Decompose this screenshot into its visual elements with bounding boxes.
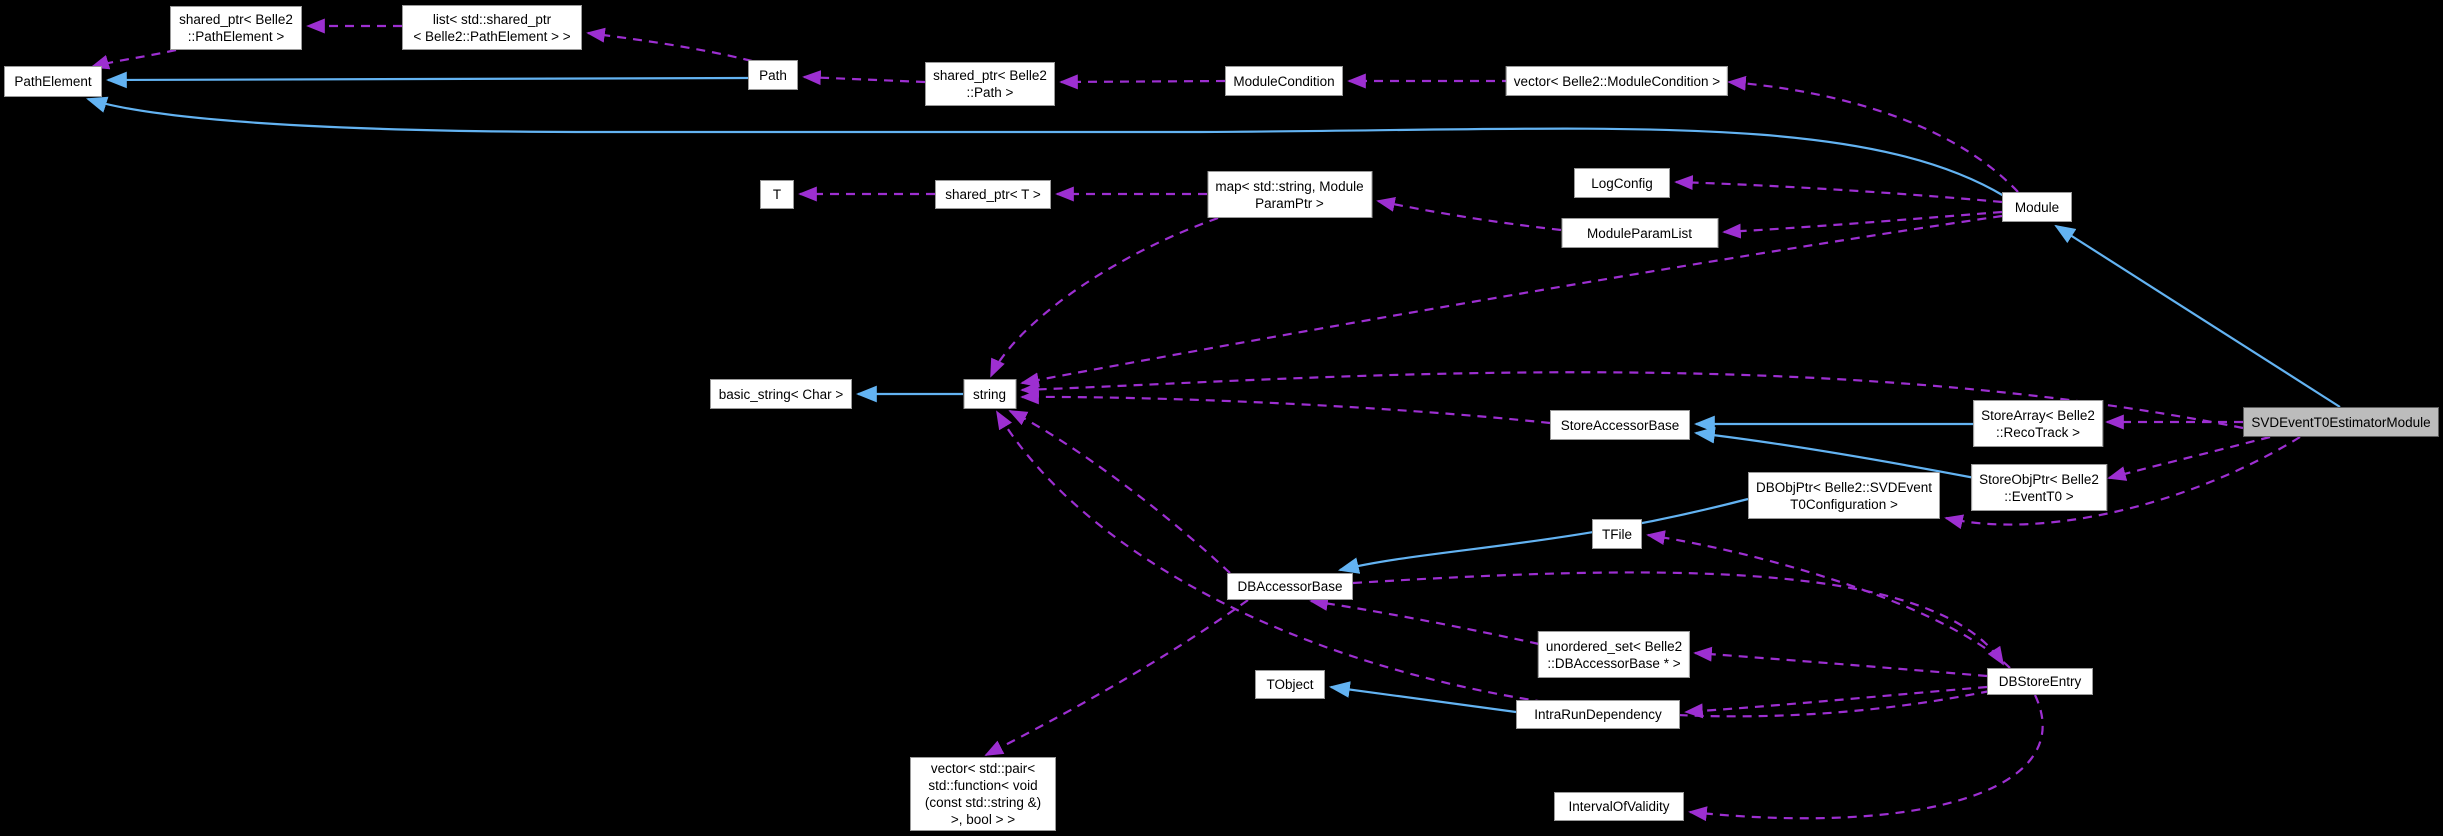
node-label-line: ParamPtr > (1255, 195, 1324, 211)
edge-svdeventt0estimatormodule-to-dbobjptr-svdeventt0config (1944, 436, 2301, 530)
edge-dbaccessorbase-to-dbstoreentry (1352, 571, 2005, 666)
edge-module-to-logconfig (1674, 175, 2003, 204)
node-module[interactable]: Module (2002, 192, 2072, 222)
node-label-line: list< std::shared_ptr (432, 11, 552, 27)
node-label-line: std::function< void (928, 778, 1038, 793)
node-string[interactable]: string (963, 379, 1016, 409)
node-label-line: ::PathElement > (187, 29, 285, 44)
node-label-line: ::Path > (966, 85, 1014, 100)
node-label-line: ModuleCondition (1233, 73, 1335, 89)
node-label-line: < Belle2::PathElement > > (413, 28, 571, 44)
node-tobject[interactable]: TObject (1255, 670, 1325, 699)
node-label-line: ModuleParamList (1586, 225, 1693, 241)
node-label-line: shared_ptr< Belle2 (179, 12, 293, 27)
edge-dbstoreentry-to-intrarundependency (1684, 685, 1988, 719)
edge-svdeventt0estimatormodule-to-storeobjptr-eventt0 (2107, 435, 2271, 481)
edge-module-to-string (1020, 214, 2003, 388)
edge-moduleparamlist-to-map-moduleparamptr (1376, 197, 1562, 232)
node-label-line: string (972, 386, 1006, 402)
node-label-line: shared_ptr< Belle2 (933, 68, 1047, 83)
node-sp-pathelement[interactable]: shared_ptr< Belle2::PathElement > (170, 6, 302, 50)
edge-path-to-pathelement (105, 71, 749, 89)
node-label-line: shared_ptr< T > (945, 187, 1041, 202)
node-vec-modulecondition[interactable]: vector< Belle2::ModuleCondition > (1505, 66, 1729, 96)
node-label-line: IntervalOfValidity (1568, 799, 1670, 814)
node-label-line: unordered_set< Belle2 (1545, 638, 1683, 654)
node-label-line: vector< Belle2::ModuleCondition > (1513, 73, 1721, 89)
edge-dbaccessorbase-to-vec-pair-function (984, 599, 1249, 756)
edge-unordered-set-dbaccessorbase-to-dbaccessorbase (1309, 596, 1540, 646)
node-storeaccessorbase[interactable]: StoreAccessorBase (1550, 410, 1690, 440)
node-label-line: T0Configuration > (1790, 496, 1898, 512)
node-label-line: vector< std::pair< (930, 761, 1036, 776)
node-dbaccessorbase[interactable]: DBAccessorBase (1227, 573, 1353, 600)
node-label-line: Module (2014, 199, 2060, 215)
edge-map-moduleparamptr-to-string (989, 216, 1219, 378)
node-label-line: StoreAccessorBase (1560, 417, 1680, 433)
edge-intrarundependency-to-tobject (1328, 681, 1517, 714)
node-moduleparamlist[interactable]: ModuleParamList (1561, 218, 1718, 248)
node-storearray-recotrack[interactable]: StoreArray< Belle2::RecoTrack > (1973, 400, 2103, 447)
edge-dbstoreentry-to-string (996, 410, 1991, 718)
node-label-line: >, bool > > (950, 812, 1016, 827)
edge-path-to-list-sp-pathelement (586, 27, 753, 63)
node-list-sp-pathelement[interactable]: list< std::shared_ptr< Belle2::PathEleme… (402, 5, 582, 50)
edge-dbstoreentry-to-unordered-set-dbaccessorbase (1693, 646, 1988, 678)
node-label-line: SVDEventT0EstimatorModule (2251, 414, 2431, 430)
edge-module-to-moduleparamlist (1722, 210, 2003, 239)
node-unordered-set-dbaccessorbase[interactable]: unordered_set< Belle2::DBAccessorBase * … (1537, 631, 1691, 678)
node-storeobjptr-eventt0[interactable]: StoreObjPtr< Belle2::EventT0 > (1971, 464, 2107, 511)
node-sp-t[interactable]: shared_ptr< T > (935, 180, 1051, 209)
node-svdeventt0estimatormodule[interactable]: SVDEventT0EstimatorModule (2243, 407, 2439, 437)
node-t[interactable]: T (760, 180, 794, 209)
node-label-line: StoreArray< Belle2 (1981, 407, 2095, 423)
node-label-line: LogConfig (1591, 175, 1653, 191)
edge-module-to-pathelement (86, 96, 2005, 197)
edge-dbobjptr-svdeventt0config-to-dbaccessorbase (1337, 497, 1749, 574)
node-vec-pair-function[interactable]: vector< std::pair<std::function< void(co… (910, 757, 1056, 831)
node-label-line: StoreObjPtr< Belle2 (1979, 471, 2099, 487)
edge-dbstoreentry-to-tfile (1646, 530, 2011, 669)
edge-svdeventt0estimatormodule-to-string (1020, 371, 2244, 430)
node-basic-string[interactable]: basic_string< Char > (710, 379, 852, 409)
node-modulecondition[interactable]: ModuleCondition (1225, 66, 1343, 96)
node-tfile[interactable]: TFile (1592, 519, 1642, 549)
edge-svdeventt0estimatormodule-to-module (2054, 224, 2341, 408)
node-path[interactable]: Path (748, 60, 798, 90)
node-label-line: ::EventT0 > (2004, 488, 2074, 504)
node-label-line: ::RecoTrack > (1996, 424, 2080, 440)
node-logconfig[interactable]: LogConfig (1574, 168, 1670, 198)
node-label-line: PathElement (14, 74, 92, 89)
node-dbstoreentry[interactable]: DBStoreEntry (1987, 668, 2093, 695)
node-label-line: IntraRunDependency (1534, 707, 1662, 722)
edge-sp-path-to-path (802, 70, 926, 86)
edge-dbstoreentry-to-intervalofvalidity (1688, 694, 2044, 822)
edge-storeaccessorbase-to-string (1020, 389, 1551, 425)
node-label-line: DBAccessorBase (1237, 579, 1343, 594)
edge-modulecondition-to-sp-path (1059, 74, 1226, 90)
node-label-line: TFile (1602, 526, 1632, 542)
node-label-line: (const std::string &) (924, 795, 1042, 810)
node-intrarundependency[interactable]: IntraRunDependency (1516, 700, 1680, 729)
node-label-line: T (772, 187, 782, 202)
node-pathelement[interactable]: PathElement (4, 66, 102, 97)
node-label-line: map< std::string, Module (1215, 178, 1364, 194)
node-sp-path[interactable]: shared_ptr< Belle2::Path > (925, 62, 1055, 106)
edge-dbaccessorbase-to-string (1008, 410, 1231, 574)
node-label-line: TObject (1266, 677, 1314, 692)
node-label-line: DBStoreEntry (1998, 674, 2082, 689)
node-label-line: Path (759, 67, 787, 83)
edge-storeobjptr-eventt0-to-storeaccessorbase (1693, 426, 1976, 480)
node-label-line: basic_string< Char > (718, 386, 844, 402)
node-intervalofvalidity[interactable]: IntervalOfValidity (1554, 792, 1684, 821)
edge-module-to-vec-modulecondition (1727, 75, 2019, 193)
edge-sp-pathelement-to-pathelement (90, 48, 177, 70)
node-label-line: ::DBAccessorBase * > (1547, 655, 1681, 671)
node-label-line: DBObjPtr< Belle2::SVDEvent (1756, 479, 1932, 495)
